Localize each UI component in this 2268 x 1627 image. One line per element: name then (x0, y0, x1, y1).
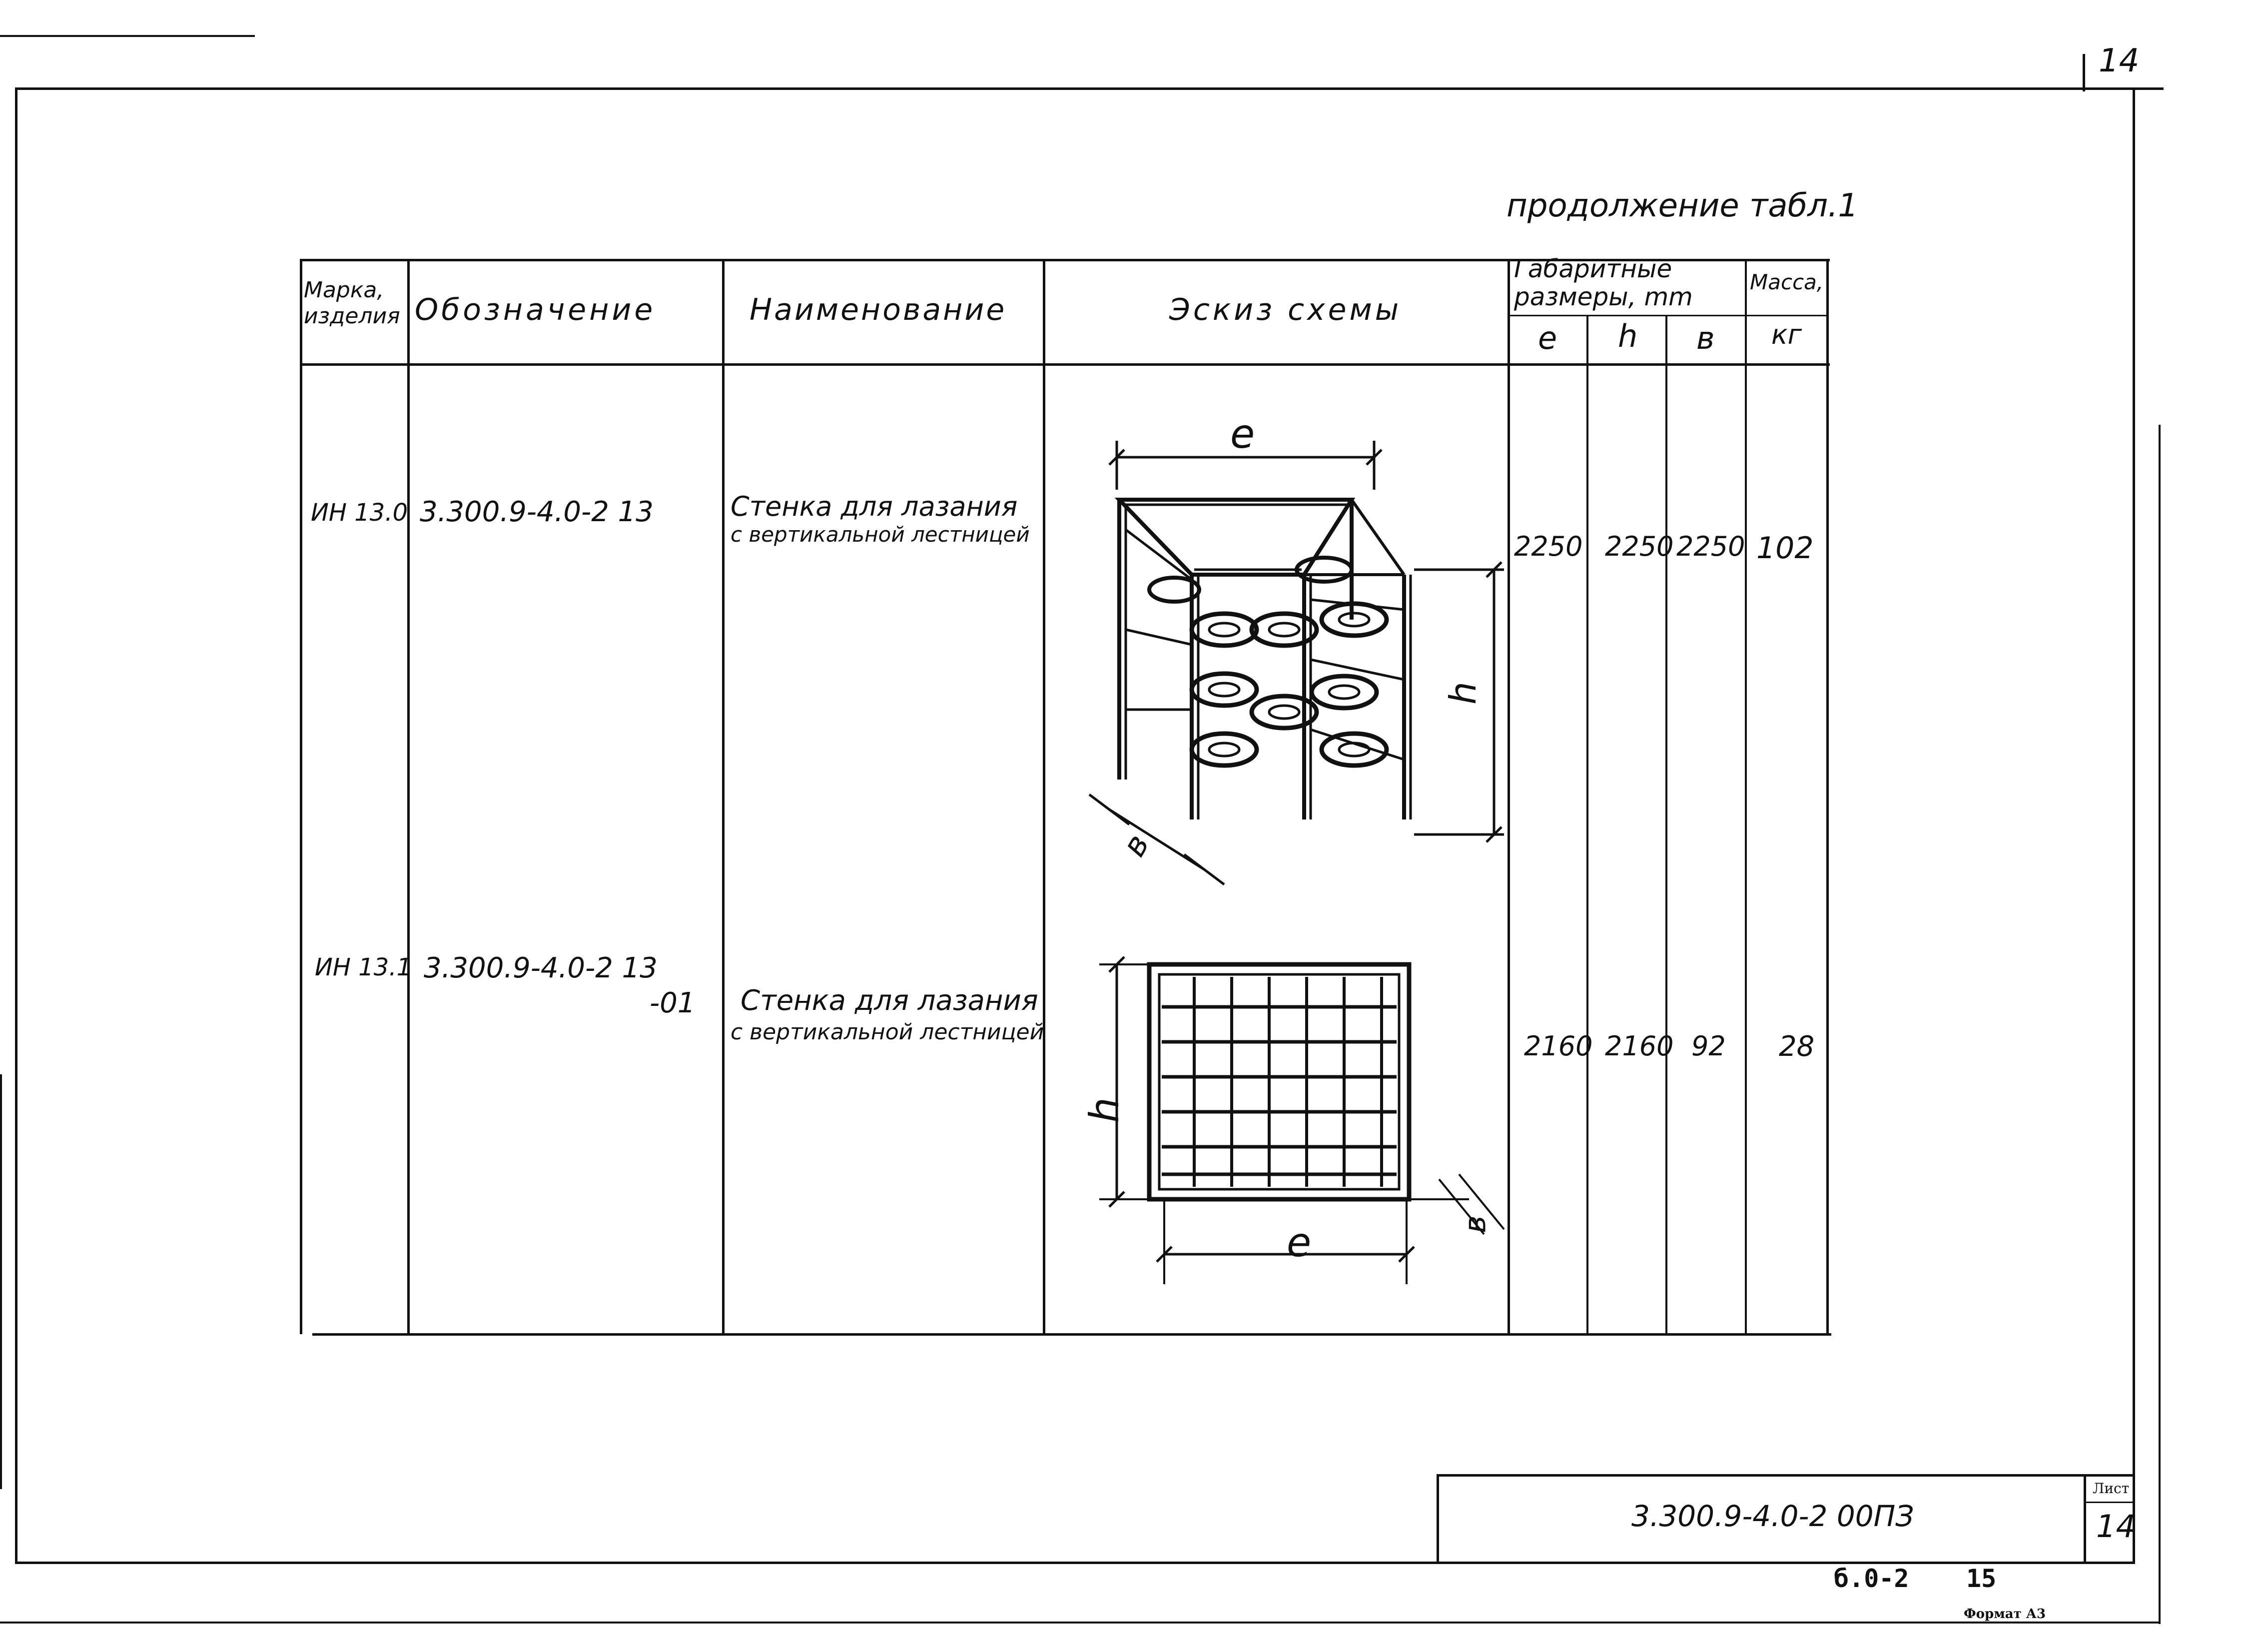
sketch1-label-l: e (1230, 411, 1255, 457)
page-number: 14 (2099, 42, 2140, 79)
row-name-line2: с вертикальной лестницей (731, 1019, 1044, 1045)
title-block-sheet-divider (2084, 1474, 2086, 1564)
top-stub-line (0, 35, 255, 37)
sketch-climbing-frame-3d (1088, 441, 1504, 885)
header-mass: Масса, (1750, 270, 1824, 294)
header-dim-b: в (1696, 320, 1715, 356)
frame-right (2133, 87, 2135, 1564)
frame-bottom (15, 1562, 2135, 1564)
frame-left (15, 87, 17, 1564)
col-border-b (1745, 259, 1747, 1334)
row-dim-l: 2160 (1524, 1030, 1593, 1062)
col-border-left (300, 259, 302, 1334)
sketch1-label-h: h (1442, 682, 1484, 705)
row-dim-b: 2250 (1676, 531, 1745, 562)
row-name-line1: Стенка для лазания (731, 491, 1018, 522)
header-sketch: Эскиз схемы (1169, 292, 1402, 327)
table-bottom-border (312, 1333, 1831, 1336)
page-number-tick (2083, 54, 2085, 91)
col-border-name (1043, 259, 1045, 1334)
frame-top (15, 87, 2164, 90)
col-border-designation (722, 259, 725, 1334)
outer-bottom-edge (0, 1622, 2161, 1624)
row-mark: ИН 13.1 (315, 953, 412, 981)
col-border-mark (407, 259, 410, 1334)
sketch2-label-h: h (1081, 1097, 1128, 1123)
table-caption: продолжение табл.1 (1507, 187, 1859, 224)
title-block-sheet-row (2084, 1502, 2134, 1503)
sketch2-label-l: e (1287, 1219, 1312, 1266)
row-name-line1: Стенка для лазания (741, 984, 1038, 1017)
row-mass: 28 (1779, 1030, 1815, 1063)
footer-format: Формат А3 (1964, 1607, 2046, 1622)
header-mass-unit: кг (1771, 319, 1802, 350)
row-mark: ИН 13.0 (311, 499, 408, 527)
row-designation-suffix: -01 (650, 987, 696, 1019)
row-dim-h: 2160 (1605, 1030, 1674, 1062)
header-designation: Обозначение (415, 292, 656, 327)
row-designation: 3.300.9-4.0-2 13 (420, 496, 654, 528)
title-block-left (1437, 1474, 1439, 1564)
doc-code: 3.300.9-4.0-2 00ПЗ (1631, 1499, 1914, 1533)
row-dim-l: 2250 (1514, 531, 1583, 562)
sketch-grid-ladder (1099, 956, 1505, 1284)
col-border-h (1665, 316, 1667, 1334)
sheet-label: Лист (2093, 1480, 2130, 1497)
title-block-top (1437, 1474, 2134, 1477)
footer-number: 15 (1966, 1564, 1997, 1593)
row-dim-h: 2250 (1605, 531, 1674, 562)
binding-strip (0, 1074, 2, 1489)
dims-subheader-divider (1508, 315, 1828, 316)
outer-right-edge (2159, 425, 2161, 1624)
table-top-border (300, 259, 1830, 261)
col-border-right (1826, 259, 1829, 1334)
sheet-number: 14 (2096, 1508, 2136, 1545)
footer-code: б.0-2 (1834, 1564, 1909, 1593)
row-designation: 3.300.9-4.0-2 13 (424, 952, 658, 984)
header-mark: Марка, изделия (304, 277, 400, 329)
col-border-sketch (1508, 259, 1510, 1334)
header-dims: Габаритные размеры, mm (1514, 254, 1693, 311)
header-dim-l: e (1538, 320, 1557, 356)
row-mass: 102 (1756, 531, 1814, 566)
table-header-divider (300, 363, 1830, 366)
header-name: Наименование (750, 292, 1007, 327)
sketch2-label-b: в (1458, 1215, 1493, 1233)
header-dim-h: h (1618, 318, 1638, 354)
row-dim-b: 92 (1691, 1030, 1726, 1062)
col-border-l (1586, 316, 1588, 1334)
row-name-line2: с вертикальной лестницей (731, 522, 1030, 547)
